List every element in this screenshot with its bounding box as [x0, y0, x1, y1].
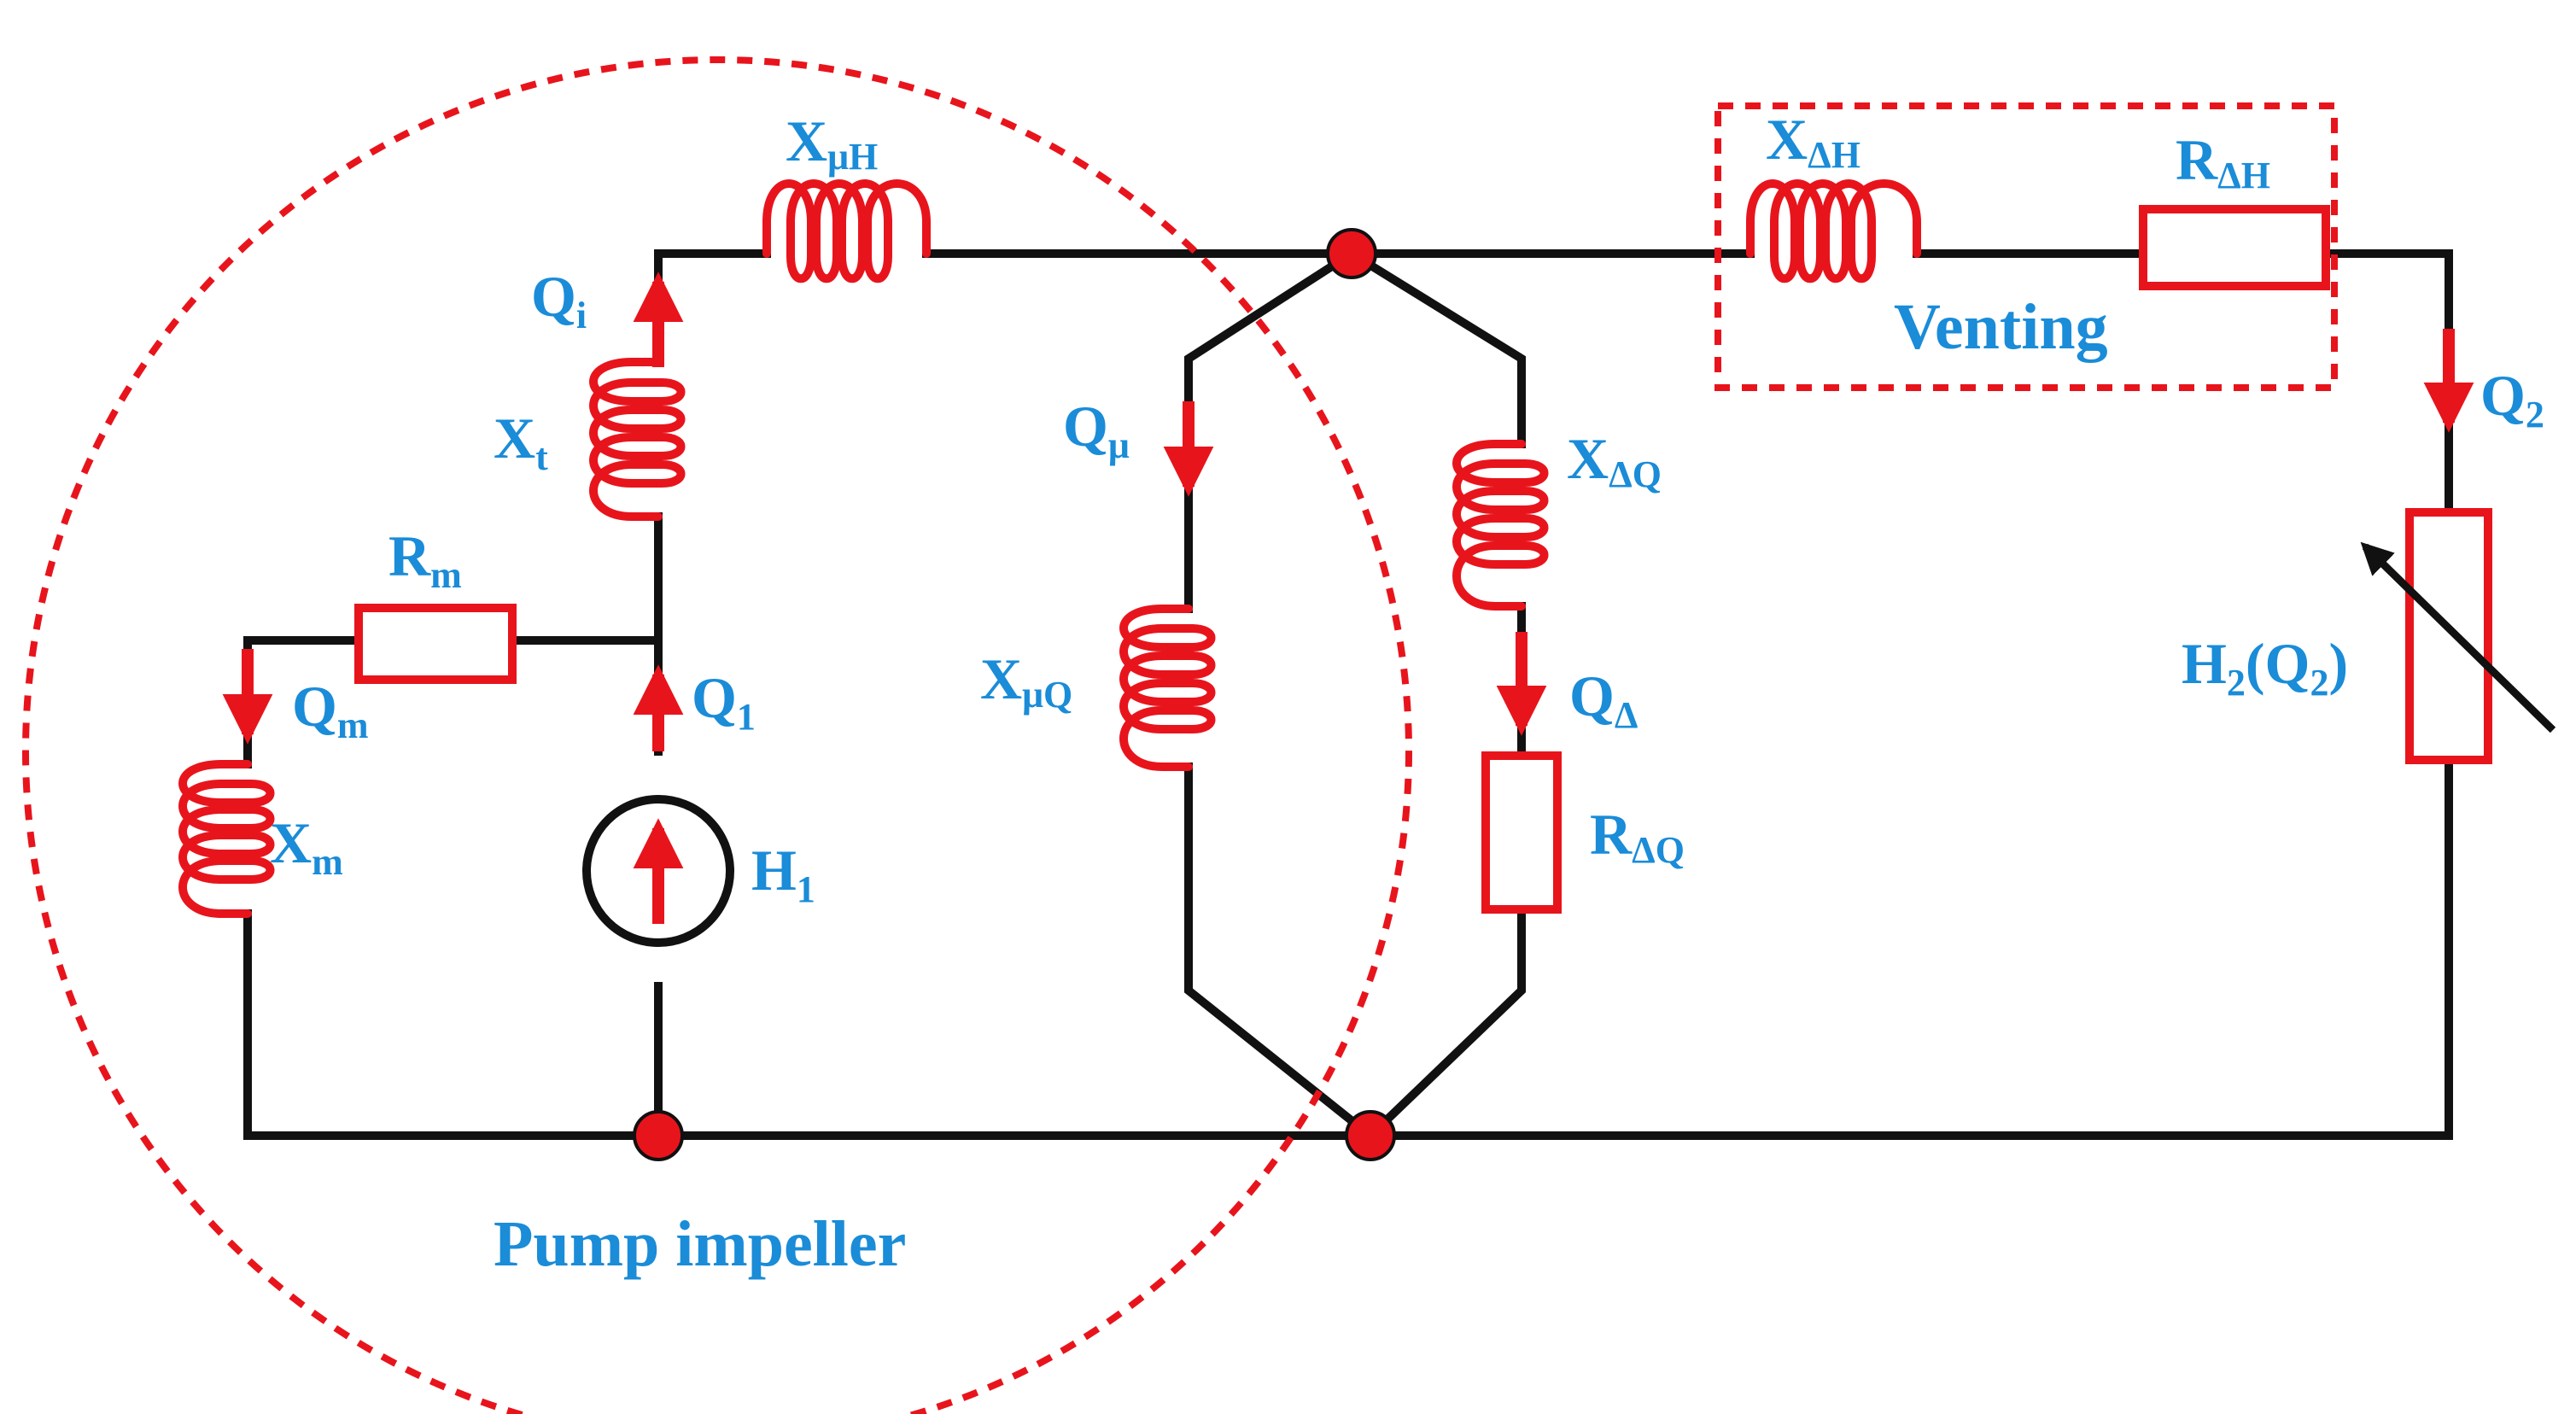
label-q-mu: Qμ — [1063, 394, 1130, 466]
wires — [243, 248, 2453, 1142]
label-q-m: Qm — [292, 674, 369, 746]
node-top — [1326, 228, 1377, 279]
label-h-1: H1 — [751, 838, 815, 910]
node-bottom-right — [1345, 1110, 1396, 1161]
venting-boundary — [1714, 102, 2338, 391]
label-x-dh: XΔH — [1766, 107, 1860, 176]
inductor-x-muh — [762, 179, 931, 283]
hex-left-top — [1184, 248, 1358, 613]
label-pump-impeller: Pump impeller — [494, 1208, 906, 1280]
resistor-r-dh — [2139, 205, 2330, 290]
label-x-dq: XΔQ — [1567, 426, 1662, 495]
label-q-i: Qi — [531, 264, 587, 336]
pump-impeller-boundary — [22, 56, 1412, 1414]
label-venting: Venting — [1894, 291, 2108, 363]
inductor-x-muq — [1119, 605, 1216, 771]
hex-left-bottom — [1184, 763, 1377, 1142]
resistor-r-dq — [1481, 751, 1562, 914]
label-q-d: QΔ — [1569, 663, 1638, 736]
label-r-dq: RΔQ — [1590, 802, 1685, 871]
label-q-1: Q1 — [692, 665, 756, 738]
hex-right-bottom — [1364, 905, 1526, 1142]
label-x-muh: XμH — [786, 108, 878, 178]
label-h-2: H2(Q2) — [2182, 631, 2348, 704]
resistor-h2-variable — [2405, 508, 2492, 764]
resistor-r-m — [354, 604, 517, 684]
inductor-x-dq — [1452, 440, 1549, 611]
label-r-m: Rm — [388, 523, 462, 596]
label-q-2: Q2 — [2480, 363, 2544, 435]
top-wire-right — [2322, 249, 2453, 517]
inductor-x-dh — [1746, 179, 1921, 283]
label-x-m: Xm — [270, 810, 343, 883]
hex-right-top — [1346, 248, 1526, 448]
bottom-wire — [243, 756, 2453, 1140]
label-x-t: Xt — [494, 406, 548, 478]
label-x-muq: XμQ — [980, 646, 1072, 716]
inductor-x-m — [178, 760, 275, 918]
inductor-x-t — [589, 358, 686, 521]
variable-resistor-arrow — [2360, 541, 2556, 733]
node-bottom-left — [633, 1110, 684, 1161]
label-r-dh: RΔH — [2176, 127, 2270, 196]
